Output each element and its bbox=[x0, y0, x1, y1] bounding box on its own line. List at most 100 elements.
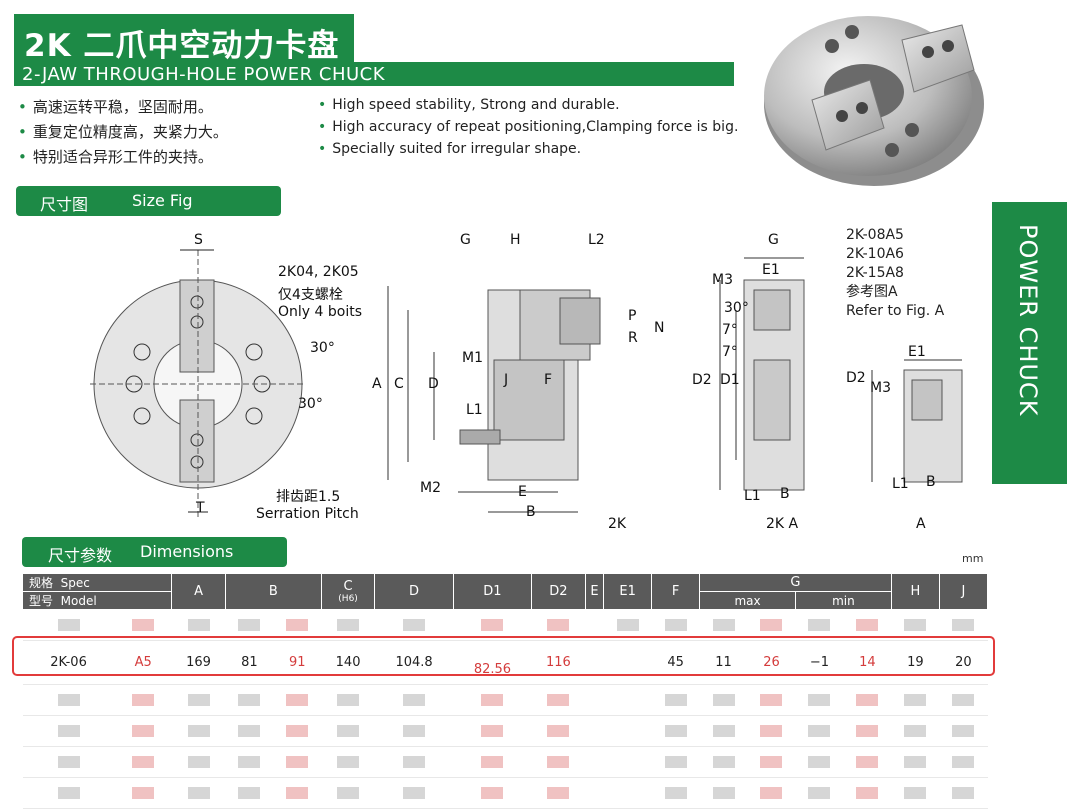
cell-H: 19 bbox=[891, 640, 940, 685]
label-J: J bbox=[504, 372, 509, 388]
cell-G-min-1: −1 bbox=[795, 640, 844, 685]
label-S: S bbox=[194, 232, 203, 248]
cell-F: 45 bbox=[651, 640, 700, 685]
label-kA-angle1: 30° bbox=[724, 300, 749, 316]
table-row: 2K-06 A5 169 81 91 140 104.8 82.56 116 4… bbox=[22, 640, 988, 685]
cell-G-max-1: 11 bbox=[699, 640, 748, 685]
header-C: C(H6) bbox=[320, 573, 376, 610]
header-G-min: min bbox=[794, 591, 892, 610]
label-figA-B: B bbox=[926, 474, 936, 490]
table-row-blurred bbox=[22, 777, 988, 809]
label-kA-E1: E1 bbox=[762, 262, 780, 278]
label-E: E bbox=[518, 484, 527, 500]
section-tab-dimensions: 尺寸参数 Dimensions bbox=[22, 537, 287, 567]
header-F: F bbox=[651, 573, 701, 610]
refer-en: Refer to Fig. A bbox=[846, 303, 945, 319]
header-A: A bbox=[171, 573, 226, 610]
label-kA-angle2: 7° bbox=[722, 322, 738, 338]
table-row-blurred bbox=[22, 746, 988, 778]
label-serration-cn: 排齿距1.5 bbox=[276, 489, 341, 505]
caption-2KA: 2K A bbox=[766, 516, 799, 532]
label-R: R bbox=[628, 330, 638, 346]
label-figA-L1: L1 bbox=[892, 476, 909, 492]
refer-cn: 参考图A bbox=[846, 284, 898, 300]
label-L1: L1 bbox=[466, 402, 483, 418]
label-D: D bbox=[428, 376, 439, 392]
header-D: D bbox=[374, 573, 454, 610]
label-serration-en: Serration Pitch bbox=[256, 506, 359, 522]
cell-J: 20 bbox=[939, 640, 988, 685]
label-kA-L1: L1 bbox=[744, 488, 761, 504]
side-tab: POWER CHUCK bbox=[992, 202, 1067, 484]
label-N: N bbox=[654, 320, 665, 336]
label-M1: M1 bbox=[462, 350, 483, 366]
front-view-svg bbox=[90, 249, 306, 520]
label-T: T bbox=[196, 500, 205, 516]
header-D2: D2 bbox=[531, 573, 586, 610]
refer-model-2: 2K-10A6 bbox=[846, 246, 904, 262]
label-angle-1: 30° bbox=[310, 340, 335, 356]
header-D1: D1 bbox=[452, 573, 533, 610]
label-kA-D1: D1 bbox=[720, 372, 740, 388]
label-figA-E1: E1 bbox=[908, 344, 926, 360]
cell-model: 2K-06 bbox=[22, 640, 115, 685]
header-G: G bbox=[699, 573, 892, 592]
cell-E1 bbox=[603, 640, 652, 685]
unit-label: mm bbox=[962, 552, 984, 565]
cell-D: 104.8 bbox=[374, 640, 454, 685]
cell-A: 169 bbox=[171, 640, 226, 685]
page-title: 2K 二爪中空动力卡盘 bbox=[24, 28, 340, 64]
chuck-product-photo bbox=[764, 16, 984, 186]
caption-A: A bbox=[916, 516, 926, 532]
header-spec: 规格 Spec bbox=[21, 573, 173, 592]
section-dims-cn: 尺寸参数 bbox=[48, 546, 113, 565]
feature-en-item: •High speed stability, Strong and durabl… bbox=[318, 97, 620, 113]
cell-B1: 81 bbox=[225, 640, 274, 685]
cell-D2: 116 bbox=[531, 640, 586, 685]
title-block: 2K 二爪中空动力卡盘 bbox=[14, 14, 354, 64]
label-C: C bbox=[394, 376, 404, 392]
2kA-view-svg bbox=[719, 257, 805, 491]
label-H: H bbox=[510, 232, 521, 248]
subtitle-bar: 2-JAW THROUGH-HOLE POWER CHUCK bbox=[14, 62, 734, 86]
caption-2K: 2K bbox=[608, 516, 627, 532]
side-tab-label: POWER CHUCK bbox=[1014, 224, 1042, 417]
label-angle-2: 30° bbox=[298, 396, 323, 412]
feature-cn-item: •重复定位精度高，夹紧力大。 bbox=[18, 123, 228, 141]
side-view-svg bbox=[387, 286, 601, 513]
header-model: 型号 Model bbox=[21, 591, 173, 610]
section-size-cn: 尺寸图 bbox=[40, 195, 89, 214]
label-figA-D2: D2 bbox=[846, 370, 866, 386]
label-F: F bbox=[544, 372, 553, 388]
label-note-en: Only 4 boits bbox=[278, 304, 362, 320]
label-B: B bbox=[526, 504, 536, 520]
feature-cn-item: •特别适合异形工件的夹持。 bbox=[18, 148, 213, 166]
cell-suffix: A5 bbox=[114, 640, 172, 685]
label-kA-B: B bbox=[780, 486, 790, 502]
section-dims-en: Dimensions bbox=[140, 542, 234, 561]
feature-cn-item: •高速运转平稳，坚固耐用。 bbox=[18, 98, 213, 116]
feature-en-item: •Specially suited for irregular shape. bbox=[318, 141, 582, 157]
page-subtitle: 2-JAW THROUGH-HOLE POWER CHUCK bbox=[22, 64, 386, 85]
feature-en-item: •High accuracy of repeat positioning,Cla… bbox=[318, 119, 739, 135]
cell-E bbox=[585, 640, 604, 685]
label-kA-M3: M3 bbox=[712, 272, 733, 288]
table-row-blurred bbox=[22, 609, 988, 641]
label-M2: M2 bbox=[420, 480, 441, 496]
header-J: J bbox=[938, 573, 989, 610]
cell-D1: 82.56 bbox=[453, 640, 532, 685]
header-E: E bbox=[584, 573, 605, 610]
label-kA-D2: D2 bbox=[692, 372, 712, 388]
label-A: A bbox=[372, 376, 382, 392]
header-B: B bbox=[224, 573, 322, 610]
label-figA-M3: M3 bbox=[870, 380, 891, 396]
table-row-blurred bbox=[22, 715, 988, 747]
features-en: •High speed stability, Strong and durabl… bbox=[318, 94, 738, 160]
dimensions-table: 规格 Spec A B C(H6) D D1 D2 E E1 F G H J 型… bbox=[21, 573, 989, 809]
label-note-models: 2K04, 2K05 bbox=[278, 264, 359, 280]
refer-model-1: 2K-08A5 bbox=[846, 227, 904, 243]
header-G-max: max bbox=[699, 591, 796, 610]
label-kA-G: G bbox=[768, 232, 779, 248]
refer-note: 2K-08A5 2K-10A6 2K-15A8 参考图A Refer to Fi… bbox=[846, 226, 944, 321]
cell-G-max-2: 26 bbox=[747, 640, 796, 685]
